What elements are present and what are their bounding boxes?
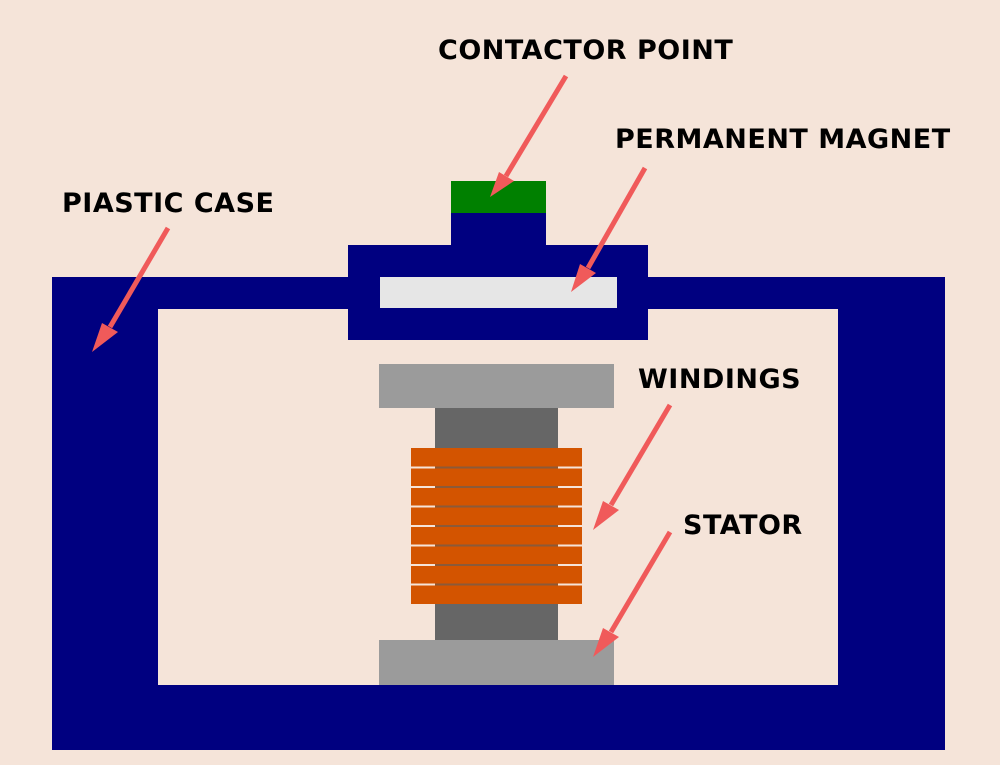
magnet-housing [348,245,648,340]
magnet-housing-bottom [348,309,648,340]
pointer-arrows [92,74,673,657]
arrow-stator [593,530,673,657]
stator-bottom-plate [379,640,614,685]
arrow-contactor-point [490,74,569,197]
stator-top-plate [379,364,614,408]
label-stator: STATOR [683,510,803,541]
contactor-point [451,181,546,245]
case-right-wall [838,309,945,685]
case-top-right-bar [648,277,945,309]
label-windings: WINDINGS [638,364,801,395]
contactor-stem [451,213,546,245]
windings [411,448,582,604]
case-base [52,685,945,750]
case-left-wall [52,309,158,685]
magnet-housing-top [348,245,648,277]
label-contactor-point: CONTACTOR POINT [438,35,733,66]
label-permanent-magnet: PERMANENT MAGNET [615,124,951,155]
arrow-plastic-case [92,226,171,352]
arrow-windings [593,403,673,530]
plastic-case [52,277,945,750]
label-plastic-case: PIASTIC CASE [62,188,274,219]
arrow-permanent-magnet [571,166,648,292]
case-top-left-bar [52,277,348,309]
